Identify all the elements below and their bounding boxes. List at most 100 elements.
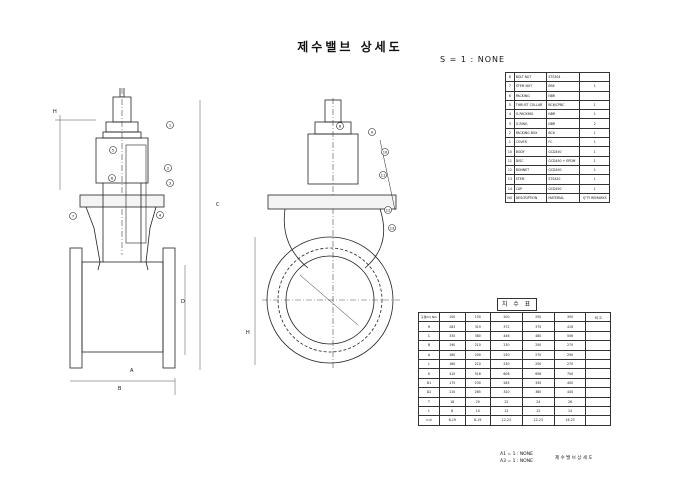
dimension-cell: 210 xyxy=(464,340,492,351)
dimension-cell: 440 xyxy=(553,387,587,398)
dimension-cell xyxy=(585,321,611,332)
bom-description: CAP xyxy=(513,183,548,194)
dimension-row-label: A xyxy=(418,349,440,360)
bom-no: 3 xyxy=(505,118,515,129)
dimension-row-label: D1 xyxy=(418,377,440,389)
bom-description: THRUST COLLAR xyxy=(513,99,548,111)
bom-description: PACKING xyxy=(513,90,548,101)
callout-circle xyxy=(166,121,174,129)
dimension-cell: 180 xyxy=(439,349,466,360)
callout-circle xyxy=(379,171,387,179)
callout-circle xyxy=(336,122,344,130)
dimension-cell xyxy=(585,368,611,379)
dimension-cell: 608 xyxy=(490,368,523,379)
bom-material: STS304 xyxy=(546,71,581,83)
dimension-cell: 14 xyxy=(553,405,587,417)
bom-no: 1 xyxy=(505,137,515,148)
bom-qty: 1 xyxy=(579,164,610,176)
bom-qty: 1 xyxy=(579,137,610,148)
dimension-cell: 516 xyxy=(464,368,492,379)
callout-circle xyxy=(368,128,376,136)
dimension-cell: 230 xyxy=(464,377,492,389)
bom-qty: 1 xyxy=(579,174,610,185)
bom-no: 2 xyxy=(505,127,515,139)
dimension-cell: 175 xyxy=(439,377,466,389)
bom-no: 14 xyxy=(505,183,515,194)
dimension-cell: 330 xyxy=(439,330,466,342)
bom-material: GCD450 xyxy=(546,146,581,157)
dimension-cell: 410 xyxy=(439,368,466,379)
dimension-cell: 270 xyxy=(553,340,587,351)
dimension-row-label: t xyxy=(418,405,440,417)
dimension-cell: 380 xyxy=(464,330,492,342)
dimension-row-label: D2 xyxy=(418,387,440,398)
dimension-cell xyxy=(585,405,611,417)
dimension-cell: 12 xyxy=(490,405,523,417)
bom-no: 13 xyxy=(505,174,515,185)
dimension-cell: 210 xyxy=(464,358,492,370)
dimension-cell: 480 xyxy=(521,330,555,342)
dim-label-d: D xyxy=(181,299,185,305)
dimension-header: 250 xyxy=(521,311,555,323)
dimension-cell: 16-23 xyxy=(553,415,587,426)
dimension-row-label: C xyxy=(418,330,440,342)
dimension-cell: 283 xyxy=(439,321,466,332)
dimension-cell: 24 xyxy=(521,396,555,407)
dimension-cell: 290 xyxy=(553,349,587,360)
callout-number: 2 xyxy=(167,166,169,170)
dimension-row-label: L xyxy=(418,358,440,370)
dimension-cell: 319 xyxy=(464,321,492,332)
dimension-header: 100 xyxy=(439,311,466,323)
callout-number: 11 xyxy=(381,173,386,177)
dimension-cell: 320 xyxy=(490,387,523,398)
dimension-cell: 230 xyxy=(490,349,523,360)
bom-qty: 1 xyxy=(579,109,610,120)
footer-scale-a1: A1 = 1 : NONE xyxy=(500,452,533,457)
bom-material: GCD450 xyxy=(546,164,581,176)
bom-description: BOLT NUT xyxy=(513,71,548,83)
dimension-row-label: n-d xyxy=(418,415,440,426)
bom-qty: 1 xyxy=(579,81,610,92)
dimension-cell: 446 xyxy=(490,330,523,342)
dimension-cell: 700 xyxy=(553,368,587,379)
dimension-cell: 416 xyxy=(553,321,587,332)
dimension-cell: 8-19 xyxy=(439,415,466,426)
callout-circle xyxy=(69,212,77,220)
callout-number: 9 xyxy=(371,130,374,134)
bom-material: STS420 xyxy=(546,174,581,185)
bom-material: BC6 xyxy=(546,127,581,139)
dimension-cell: 375 xyxy=(521,321,555,332)
dimension-cell: 180 xyxy=(439,358,466,370)
bom-description: BONNET xyxy=(513,164,548,176)
dimension-cell: 10 xyxy=(464,405,492,417)
callout-number: 8 xyxy=(339,124,342,128)
callout-number: 10 xyxy=(383,150,388,154)
dimension-row-label: K xyxy=(418,368,440,379)
dimension-cell: 190 xyxy=(439,340,466,351)
front-view xyxy=(55,88,201,395)
dimension-cell xyxy=(585,349,611,360)
dimension-cell: 270 xyxy=(521,349,555,360)
bom-qty: 1 xyxy=(579,99,610,111)
dimension-cell: 230 xyxy=(490,358,523,370)
dimension-header: 200 xyxy=(490,311,523,323)
dimension-cell: 8-19 xyxy=(464,415,492,426)
dimension-table-title: 치 수 표 xyxy=(497,298,537,311)
scale-label: S = 1 : NONE xyxy=(440,55,506,64)
callout-number: 4 xyxy=(159,213,162,217)
